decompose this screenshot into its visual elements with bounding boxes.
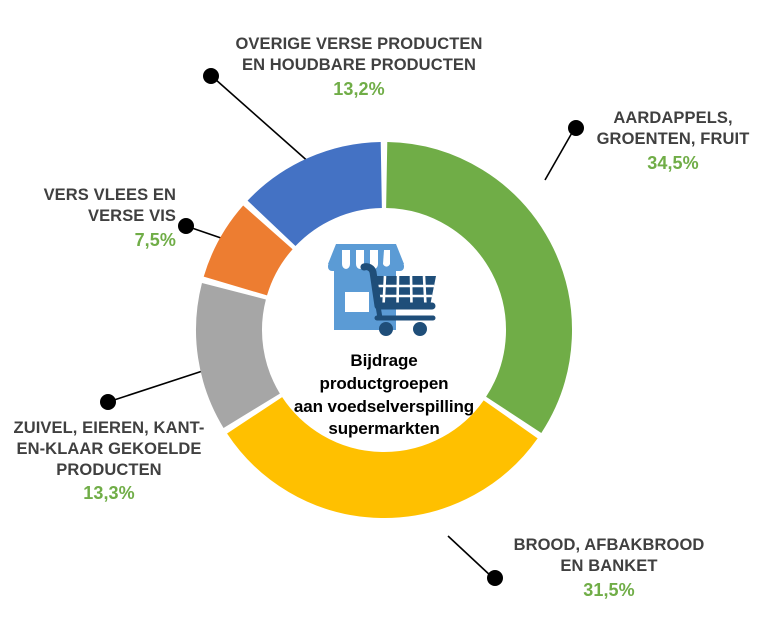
callout-zuivel-eieren-gekoelde-producten: ZUIVEL, EIEREN, KANT- EN-KLAAR GEKOELDE …: [2, 418, 216, 505]
callout-label: BROOD, AFBAKBROOD EN BANKET: [513, 536, 705, 575]
callout-label: AARDAPPELS, GROENTEN, FRUIT: [596, 109, 750, 148]
donut-slice[interactable]: [385, 142, 572, 433]
leader-dots: [100, 68, 584, 586]
callout-value: 7,5%: [134, 229, 176, 250]
leader-dot-vlees: [178, 218, 194, 234]
callout-brood-afbakbrood-banket: BROOD, AFBAKBROOD EN BANKET 31,5%: [500, 535, 718, 601]
callout-value: 31,5%: [583, 579, 635, 600]
donut-slice[interactable]: [196, 283, 281, 428]
leader-dot-aardappels: [568, 120, 584, 136]
callout-vers-vlees-verse-vis: VERS VLEES EN VERSE VIS 7,5%: [18, 185, 176, 251]
callout-label: OVERIGE VERSE PRODUCTEN EN HOUDBARE PROD…: [235, 35, 483, 74]
donut-ring: [196, 142, 572, 518]
callout-aardappels-groenten-fruit: AARDAPPELS, GROENTEN, FRUIT 34,5%: [580, 108, 766, 174]
callout-value: 34,5%: [647, 152, 699, 173]
callout-label: VERS VLEES EN VERSE VIS: [43, 186, 176, 225]
leader-line-brood: [447, 535, 493, 578]
donut-slice[interactable]: [203, 205, 294, 297]
leader-dot-zuivel: [100, 394, 116, 410]
leader-dot-overige: [203, 68, 219, 84]
callout-value: 13,3%: [83, 483, 135, 504]
donut-slice[interactable]: [227, 396, 538, 518]
leader-line-aardappels: [544, 130, 574, 181]
callout-value: 13,2%: [333, 78, 385, 99]
leader-line-overige: [214, 78, 321, 173]
callout-overige-verse-producten: OVERIGE VERSE PRODUCTEN EN HOUDBARE PROD…: [228, 34, 490, 100]
leader-dot-brood: [487, 570, 503, 586]
donut-slice[interactable]: [247, 142, 383, 247]
callout-label: ZUIVEL, EIEREN, KANT- EN-KLAAR GEKOELDE …: [13, 419, 205, 479]
